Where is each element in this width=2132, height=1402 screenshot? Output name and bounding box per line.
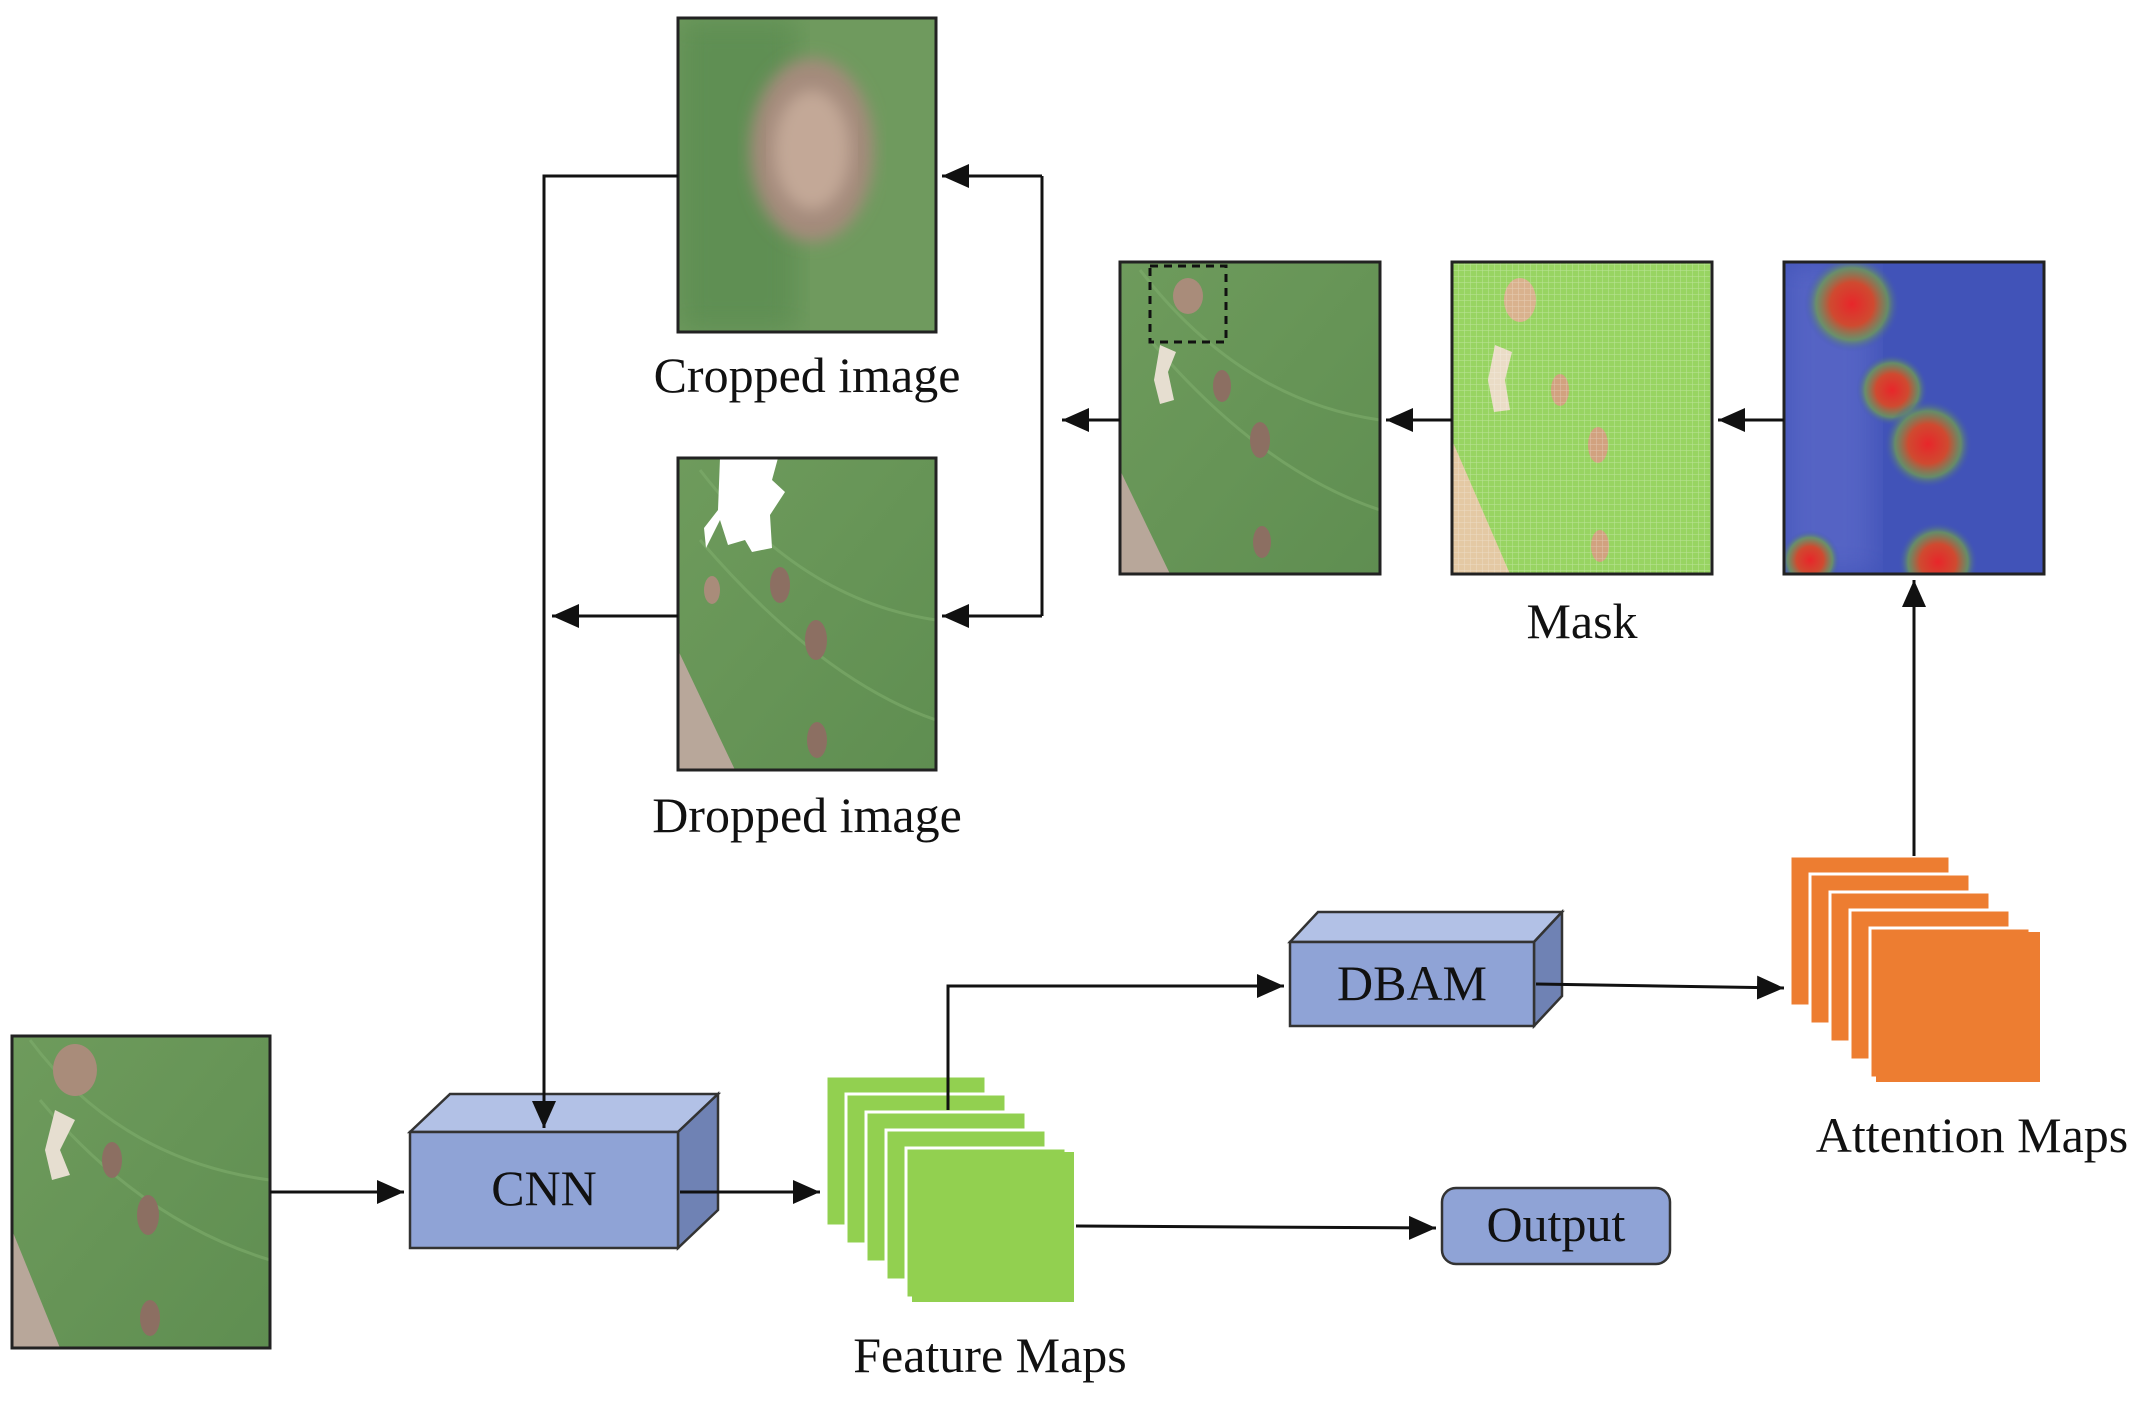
output-label: Output — [1487, 1196, 1626, 1252]
attention-maps-stack — [1788, 854, 2040, 1082]
arrow-features-to-output — [1075, 1215, 1437, 1240]
output-block: Output — [1440, 1186, 1672, 1266]
cropped-image — [676, 16, 938, 334]
dbam-label: DBAM — [1337, 955, 1487, 1011]
dbam-block: DBAM — [1287, 908, 1565, 1030]
attention-heatmap-image — [1782, 260, 2046, 576]
dropped-image — [676, 456, 938, 772]
feature-maps-label: Feature Maps — [853, 1327, 1127, 1383]
arrow-dbam-to-attention — [1535, 975, 1785, 1000]
cropped-image-label: Cropped image — [654, 347, 961, 403]
arrow-features-to-dbam — [946, 974, 1284, 1110]
attention-maps-label: Attention Maps — [1816, 1107, 2128, 1163]
cnn-block: CNN — [406, 1091, 722, 1251]
arrow-cropped-to-cnn — [532, 174, 678, 1128]
localized-leaf-image — [1118, 260, 1382, 576]
crop-region-box — [1148, 264, 1228, 344]
mask-label: Mask — [1526, 593, 1637, 649]
mask-image — [1450, 260, 1714, 576]
connectors — [270, 164, 1926, 1240]
cnn-label: CNN — [491, 1160, 597, 1216]
input-image — [10, 1034, 272, 1350]
feature-maps-stack — [824, 1074, 1074, 1302]
dropped-image-label: Dropped image — [652, 787, 962, 843]
